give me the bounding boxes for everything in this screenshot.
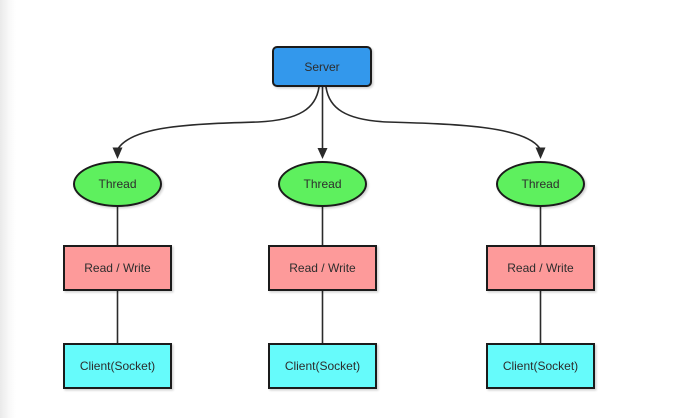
left-edge-gradient xyxy=(0,0,16,418)
thread-node-right: Thread xyxy=(496,161,585,207)
server-node: Server xyxy=(272,46,372,87)
read-write-node-middle: Read / Write xyxy=(268,245,377,291)
arrowhead-right xyxy=(535,147,546,159)
arrow-server-to-thread-right xyxy=(325,86,541,149)
read-write-node-left: Read / Write xyxy=(63,245,172,291)
client-socket-node-left: Client(Socket) xyxy=(63,343,172,389)
client-socket-node-right: Client(Socket) xyxy=(486,343,595,389)
arrowhead-left xyxy=(112,147,123,159)
arrowhead-middle xyxy=(317,148,328,159)
arrow-server-to-thread-left xyxy=(117,86,320,149)
thread-node-middle: Thread xyxy=(278,161,367,207)
client-socket-node-middle: Client(Socket) xyxy=(268,343,377,389)
read-write-node-right: Read / Write xyxy=(486,245,595,291)
thread-node-left: Thread xyxy=(73,161,162,207)
